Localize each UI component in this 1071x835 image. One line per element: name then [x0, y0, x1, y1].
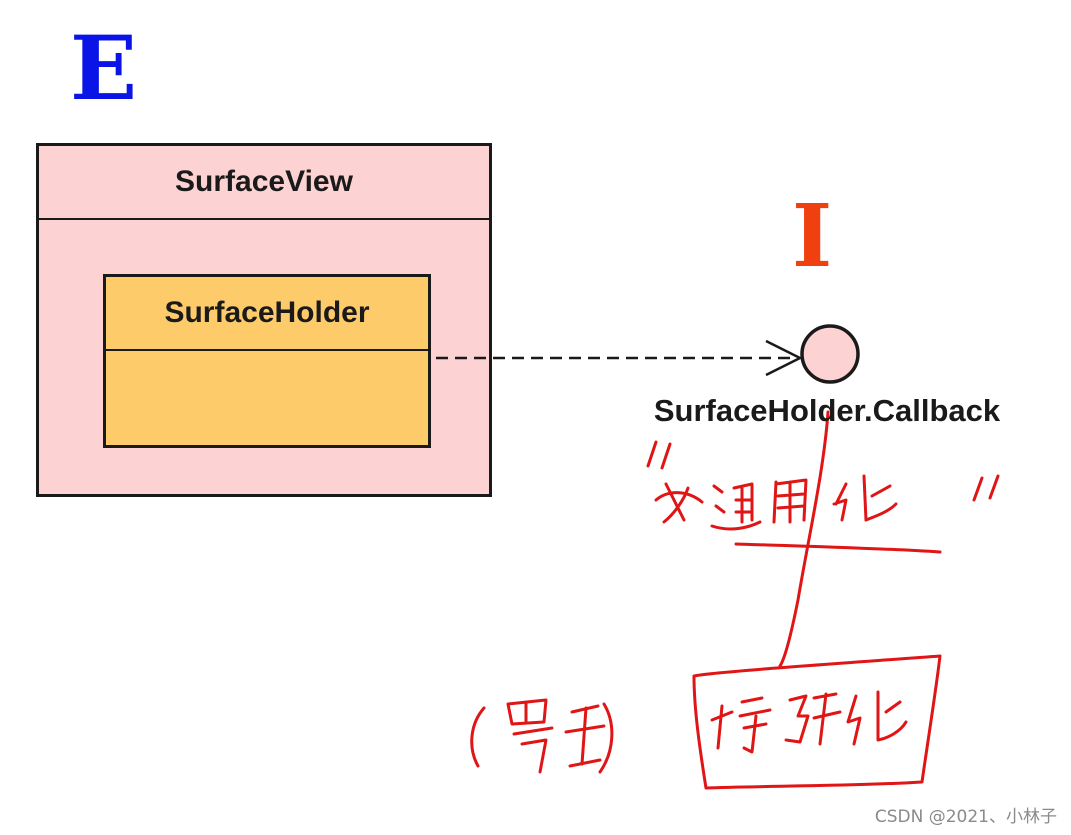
annotation-word-1	[654, 474, 898, 531]
annotation-paren-right	[598, 702, 614, 774]
annotation-paren-left	[470, 706, 486, 768]
annotation-box	[692, 654, 942, 790]
surfaceholder-class-box: SurfaceHolder	[103, 274, 431, 448]
surfaceview-class-name: SurfaceView	[39, 146, 489, 220]
annotation-word-3	[506, 698, 606, 774]
surfaceview-class-box: SurfaceView SurfaceHolder	[36, 143, 492, 497]
surfaceholder-class-name: SurfaceHolder	[106, 277, 428, 351]
annotation-connector	[778, 410, 830, 668]
letter-e-label: E	[70, 16, 138, 120]
dependency-arrow-head	[765, 339, 803, 377]
letter-i-label: I	[792, 186, 833, 287]
csdn-watermark: CSDN @2021、小林子	[874, 807, 1057, 827]
interface-circle	[800, 324, 860, 384]
handwritten-annotations	[470, 410, 1000, 790]
annotation-quote-right	[972, 474, 1000, 502]
interface-name: SurfaceHolder.Callback	[653, 393, 1001, 428]
annotation-quote-left	[646, 440, 672, 470]
annotation-word-2	[710, 690, 908, 754]
annotation-underline	[734, 542, 942, 554]
